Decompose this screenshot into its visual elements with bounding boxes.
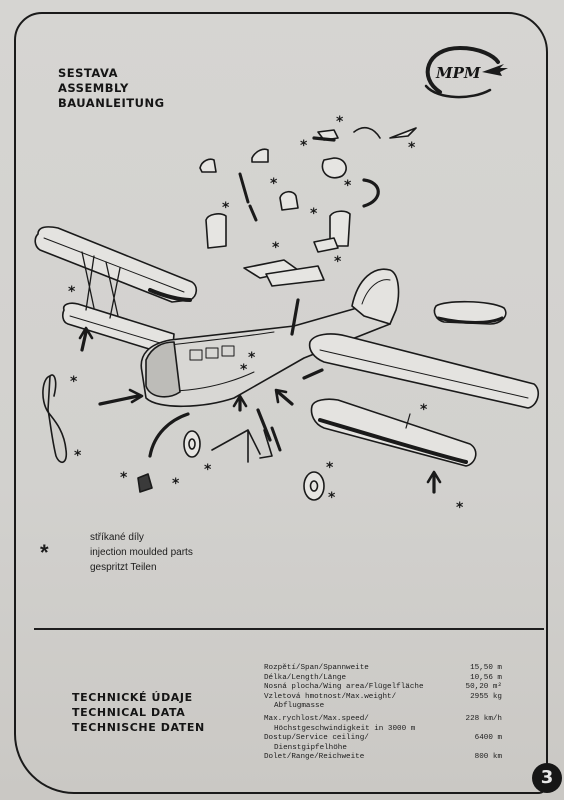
svg-text:*: * — [272, 240, 280, 256]
svg-text:*: * — [300, 138, 308, 154]
title-czech: TECHNICKÉ ÚDAJE — [72, 691, 193, 704]
heading-czech: SESTAVA — [58, 66, 119, 80]
svg-text:*: * — [68, 284, 76, 300]
legend-english: injection moulded parts — [90, 547, 193, 558]
svg-text:*: * — [74, 448, 82, 464]
tail-fin — [351, 268, 507, 325]
wing-struts-left — [81, 251, 121, 319]
mpm-logo: MPM — [424, 45, 508, 99]
svg-text:*: * — [120, 470, 128, 486]
legend: * stříkané díly injection moulded parts … — [40, 530, 193, 575]
heading-english: ASSEMBLY — [58, 81, 129, 95]
svg-text:*: * — [328, 490, 336, 506]
svg-text:*: * — [334, 254, 342, 270]
heading-german: BAUANLEITUNG — [58, 96, 165, 110]
part-markers: *** *** *** *** *** *** *** — [68, 114, 464, 516]
cockpit-parts — [199, 148, 351, 287]
svg-text:*: * — [344, 178, 352, 194]
svg-text:*: * — [310, 206, 318, 222]
small-parts-top-right — [317, 126, 417, 179]
page-frame — [14, 12, 548, 794]
page-number-badge: 3 — [532, 763, 562, 793]
svg-text:*: * — [270, 176, 278, 192]
svg-text:*: * — [222, 200, 230, 216]
spec-row: Vzletová hmotnost/Max.weight/2955 kg — [264, 692, 502, 701]
spec-row: Höchstgeschwindigkeit in 3000 m — [274, 724, 416, 733]
assembly-heading: SESTAVA ASSEMBLY BAUANLEITUNG — [58, 66, 165, 111]
svg-text:*: * — [172, 476, 180, 492]
title-english: TECHNICAL DATA — [72, 706, 186, 719]
spec-row: Max.rychlost/Max.speed/228 km/h — [264, 714, 502, 723]
svg-text:*: * — [336, 114, 344, 130]
technical-data-title: TECHNICKÉ ÚDAJE TECHNICAL DATA TECHNISCH… — [72, 690, 205, 735]
svg-text:*: * — [456, 500, 464, 516]
legend-german: gespritzt Teilen — [90, 562, 157, 573]
upper-wing-left — [34, 226, 198, 303]
biplane-exploded-drawing: *** *** *** *** *** *** *** — [34, 114, 540, 516]
assembly-arrows — [78, 136, 442, 494]
plane-icon — [482, 64, 508, 76]
svg-text:*: * — [420, 402, 428, 418]
logo-text: MPM — [435, 64, 481, 82]
asterisk-icon: * — [40, 540, 49, 565]
svg-text:*: * — [248, 350, 256, 366]
spec-row: Abflugmasse — [274, 702, 325, 711]
lower-wing-right — [310, 398, 477, 467]
svg-text:*: * — [408, 140, 416, 156]
svg-text:*: * — [204, 462, 212, 478]
spec-row: Dostup/Service ceiling/6400 m — [264, 734, 502, 743]
spec-row: Dienstgipfelhöhe — [274, 743, 347, 752]
legend-czech: stříkané díly — [90, 532, 144, 543]
svg-text:*: * — [240, 362, 248, 378]
upper-wing-right — [308, 333, 540, 409]
landing-gear — [137, 426, 325, 501]
propeller — [42, 374, 68, 463]
section-divider — [34, 628, 544, 630]
svg-text:*: * — [326, 460, 334, 476]
svg-text:*: * — [70, 374, 78, 390]
title-german: TECHNISCHE DATEN — [72, 721, 205, 734]
